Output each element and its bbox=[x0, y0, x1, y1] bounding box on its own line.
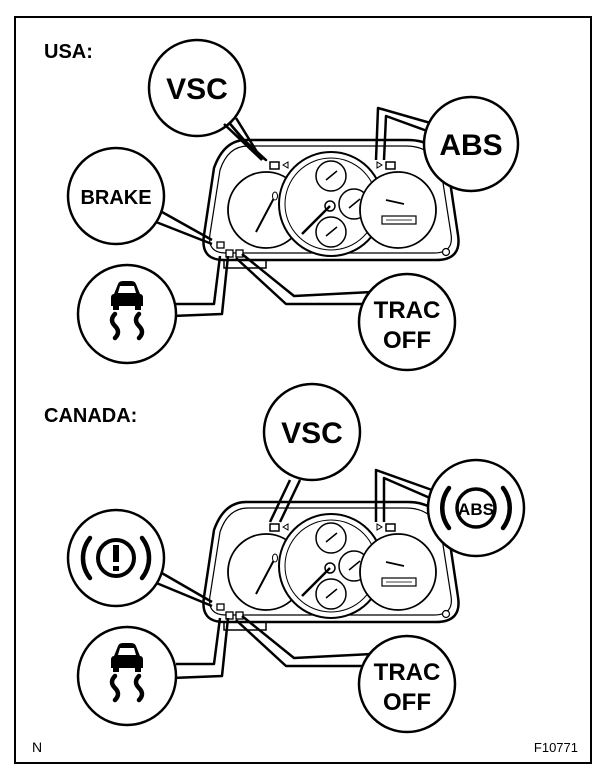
usa-brake-label: BRAKE bbox=[80, 187, 151, 209]
usa-slip-callout bbox=[76, 255, 230, 365]
usa-vsc-callout: VSC bbox=[147, 38, 268, 162]
canada-abs-label: ABS bbox=[458, 500, 494, 519]
canada-abs-callout: ABS bbox=[374, 458, 526, 558]
canada-section: CANADA: VSC ABS bbox=[44, 382, 526, 734]
canada-abs-circle-icon: ABS bbox=[440, 485, 512, 531]
usa-abs-callout: ABS bbox=[374, 95, 520, 193]
usa-trac-label: TRAC bbox=[374, 297, 441, 324]
usa-instrument-cluster bbox=[202, 138, 460, 270]
canada-off-label: OFF bbox=[383, 689, 431, 716]
canada-heading: CANADA: bbox=[44, 405, 137, 427]
canada-trac-label: TRAC bbox=[374, 659, 441, 686]
brake-warning-icon bbox=[80, 535, 152, 581]
usa-vsc-label: VSC bbox=[166, 73, 228, 106]
canada-brake-callout bbox=[66, 508, 213, 608]
usa-heading: USA: bbox=[44, 41, 93, 63]
usa-section: USA: VSC ABS BRAKE bbox=[44, 38, 520, 372]
usa-off-label: OFF bbox=[383, 327, 431, 354]
footer-left-code: N bbox=[32, 739, 42, 755]
usa-trac-off-callout: TRAC OFF bbox=[235, 253, 457, 372]
usa-brake-callout: BRAKE bbox=[66, 146, 213, 246]
figure-id: F10771 bbox=[534, 740, 578, 755]
canada-vsc-label: VSC bbox=[281, 417, 343, 450]
canada-slip-callout bbox=[76, 617, 230, 727]
canada-instrument-cluster bbox=[202, 500, 460, 632]
diagram-frame bbox=[14, 16, 592, 764]
canada-vsc-callout: VSC bbox=[262, 382, 362, 523]
canada-trac-off-callout: TRAC OFF bbox=[235, 615, 457, 734]
usa-abs-label: ABS bbox=[439, 129, 502, 162]
